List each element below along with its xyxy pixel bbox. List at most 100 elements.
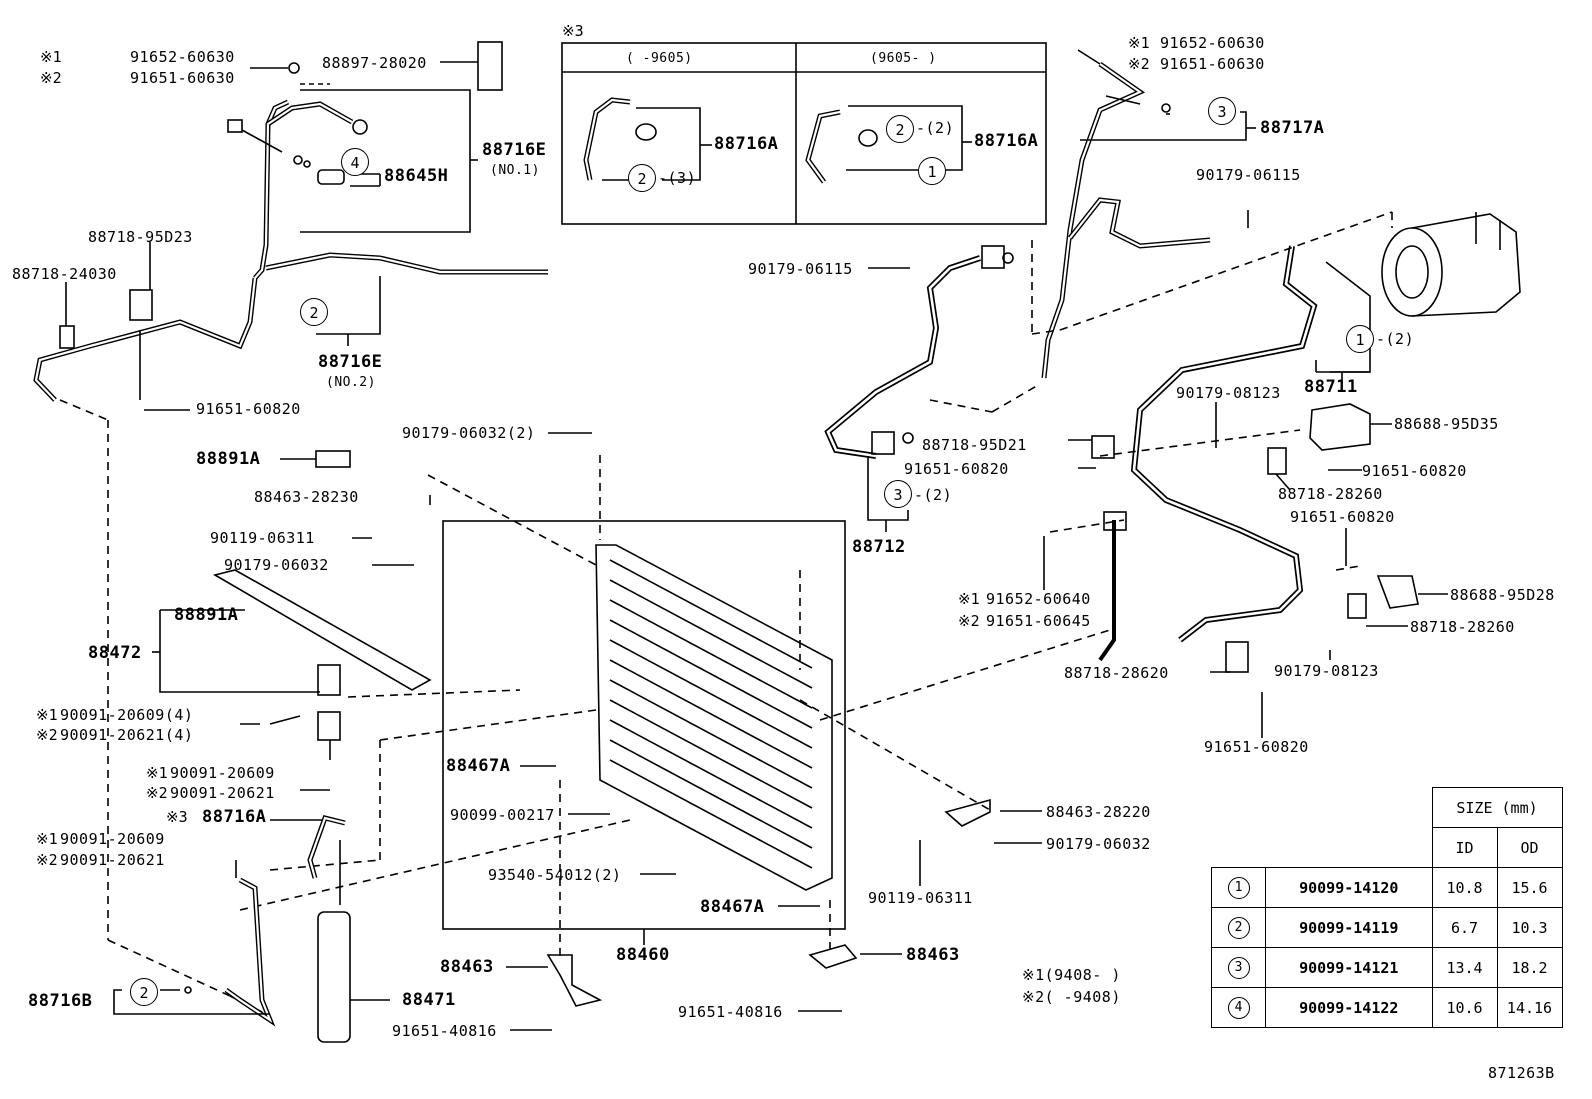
note-1-date-range: ※1(9408- )	[1022, 966, 1121, 984]
label-88718-95d23[interactable]: 88718-95D23	[88, 228, 193, 246]
label-91651-60630-left[interactable]: 91651-60630	[130, 69, 235, 87]
table-ref-circle: 4	[1227, 996, 1250, 1019]
label-90179-06115-b[interactable]: 90179-06115	[748, 260, 853, 278]
label-88716e-no2-note: (NO.2)	[326, 375, 376, 390]
label-91651-60645[interactable]: 91651-60645	[986, 612, 1091, 630]
label-88463-a[interactable]: 88463	[440, 957, 494, 977]
label-88460[interactable]: 88460	[616, 945, 670, 965]
label-90179-06032-2[interactable]: 90179-06032(2)	[402, 424, 536, 442]
label-88718-95d21[interactable]: 88718-95D21	[922, 436, 1027, 454]
label-88463-b[interactable]: 88463	[906, 945, 960, 965]
label-88712-qty: -(2)	[914, 486, 953, 504]
line-88472-group	[152, 569, 432, 791]
label-88716e-no1-note: (NO.1)	[490, 163, 540, 178]
label-90091-20621-4[interactable]: 90091-20621(4)	[60, 726, 194, 744]
label-90091-20609-b[interactable]: 90091-20609	[60, 830, 165, 848]
label-90119-06311-a[interactable]: 90119-06311	[210, 529, 315, 547]
ref-1-inset: 1	[918, 157, 946, 185]
label-88716b[interactable]: 88716B	[28, 991, 93, 1011]
label-90179-06032-c[interactable]: 90179-06032	[1046, 835, 1151, 853]
line-88460-condenser	[442, 520, 846, 945]
label-91651-60820-d[interactable]: 91651-60820	[1290, 508, 1395, 526]
table-od-value: 18.2	[1496, 947, 1563, 988]
line-88716a-small	[270, 815, 346, 905]
label-91651-60820-e[interactable]: 91651-60820	[1204, 738, 1309, 756]
sheet-code: 871263B	[1488, 1064, 1555, 1082]
label-88718-28260-a[interactable]: 88718-28260	[1278, 485, 1383, 503]
mark-2: ※2	[36, 726, 58, 744]
label-90091-20609-a[interactable]: 90091-20609	[170, 764, 275, 782]
table-od-value: 15.6	[1496, 867, 1563, 908]
label-88712[interactable]: 88712	[852, 537, 906, 557]
label-93540-54012-2[interactable]: 93540-54012(2)	[488, 866, 622, 884]
label-88467a-a[interactable]: 88467A	[446, 756, 511, 776]
label-88716a-inset-1[interactable]: 88716A	[714, 134, 779, 154]
label-88718-28260-b[interactable]: 88718-28260	[1410, 618, 1515, 636]
label-88467a-b[interactable]: 88467A	[700, 897, 765, 917]
label-88718-28620[interactable]: 88718-28620	[1064, 664, 1169, 682]
label-91651-60820-c[interactable]: 91651-60820	[1362, 462, 1467, 480]
dashed-guides-left	[59, 399, 1111, 1017]
ref-2-88716e-no2: 2	[300, 298, 328, 326]
size-header: SIZE (mm)	[1431, 787, 1563, 828]
label-90179-06115-a[interactable]: 90179-06115	[1196, 166, 1301, 184]
line-88712-hose	[824, 245, 1014, 532]
label-88897-28020[interactable]: 88897-28020	[322, 54, 427, 72]
label-88463-28230[interactable]: 88463-28230	[254, 488, 359, 506]
table-od-value: 14.16	[1496, 987, 1563, 1028]
label-88472[interactable]: 88472	[88, 643, 142, 663]
label-88688-95d35[interactable]: 88688-95D35	[1394, 415, 1499, 433]
label-91651-40816-b[interactable]: 91651-40816	[678, 1003, 783, 1021]
col-od-header: OD	[1496, 827, 1563, 868]
note-2-date-range: ※2( -9408)	[1022, 988, 1121, 1006]
label-90119-06311-b[interactable]: 90119-06311	[868, 889, 973, 907]
label-91652-60630-right[interactable]: 91652-60630	[1160, 34, 1265, 52]
label-88716e-no2[interactable]: 88716E	[318, 352, 383, 372]
line-inset-box	[561, 42, 1047, 225]
label-91652-60630-left[interactable]: 91652-60630	[130, 48, 235, 66]
ref-3-88717a: 3	[1208, 97, 1236, 125]
table-part-number[interactable]: 90099-14119	[1265, 907, 1433, 948]
table-id-value: 6.7	[1431, 907, 1498, 948]
label-90091-20621-a[interactable]: 90091-20621	[170, 784, 275, 802]
line-88716e-no2-pipe	[33, 242, 548, 411]
table-od-value: 10.3	[1496, 907, 1563, 948]
table-part-number[interactable]: 90099-14122	[1265, 987, 1433, 1028]
label-88716e-no1[interactable]: 88716E	[482, 140, 547, 160]
label-88716a-small[interactable]: 88716A	[202, 807, 267, 827]
label-91651-60820-b[interactable]: 91651-60820	[904, 460, 1009, 478]
label-88718-24030[interactable]: 88718-24030	[12, 265, 117, 283]
label-88471[interactable]: 88471	[402, 990, 456, 1010]
mark-2: ※2	[36, 851, 58, 869]
ref-1-88711: 1	[1346, 325, 1374, 353]
label-90091-20609-4[interactable]: 90091-20609(4)	[60, 706, 194, 724]
label-88717a[interactable]: 88717A	[1260, 118, 1325, 138]
label-88645h[interactable]: 88645H	[384, 166, 449, 186]
label-88891a-a[interactable]: 88891A	[196, 449, 261, 469]
label-90091-20621-b[interactable]: 90091-20621	[60, 851, 165, 869]
mark-1: ※1	[36, 706, 58, 724]
table-part-number[interactable]: 90099-14120	[1265, 867, 1433, 908]
label-90179-08123-a[interactable]: 90179-08123	[1176, 384, 1281, 402]
label-90099-00217[interactable]: 90099-00217	[450, 806, 555, 824]
label-88463-28220[interactable]: 88463-28220	[1046, 803, 1151, 821]
mark-3: ※3	[166, 808, 188, 826]
dashed-guides-right	[929, 211, 1393, 571]
label-91651-60820-a[interactable]: 91651-60820	[196, 400, 301, 418]
label-91652-60640[interactable]: 91652-60640	[986, 590, 1091, 608]
table-row: 1 90099-14120 10.8 15.6	[1211, 867, 1563, 908]
table-part-number[interactable]: 90099-14121	[1265, 947, 1433, 988]
mark-1: ※1	[40, 48, 62, 66]
label-90179-08123-b[interactable]: 90179-08123	[1274, 662, 1379, 680]
label-88688-95d28[interactable]: 88688-95D28	[1450, 586, 1555, 604]
label-88711[interactable]: 88711	[1304, 377, 1358, 397]
label-91651-40816-a[interactable]: 91651-40816	[392, 1022, 497, 1040]
label-88891a-b[interactable]: 88891A	[174, 605, 239, 625]
col-id-header: ID	[1431, 827, 1498, 868]
label-91651-60630-right[interactable]: 91651-60630	[1160, 55, 1265, 73]
ref-4-88645h: 4	[341, 148, 369, 176]
label-88716a-inset-2[interactable]: 88716A	[974, 131, 1039, 151]
mark-1: ※1	[958, 590, 980, 608]
line-88471-receiver	[317, 911, 390, 1043]
label-90179-06032-a[interactable]: 90179-06032	[224, 556, 329, 574]
